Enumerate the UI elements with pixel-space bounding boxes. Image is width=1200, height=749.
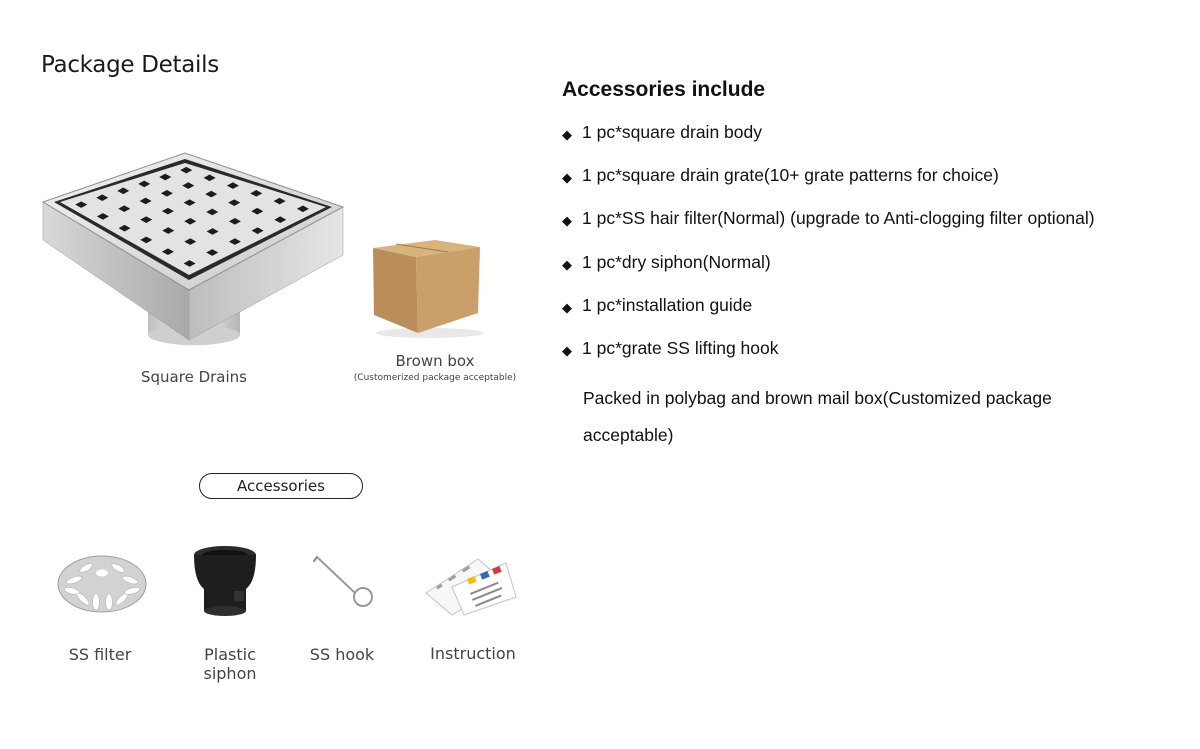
grate-hole: [228, 218, 241, 225]
list-item: ◆1 pc*square drain grate(10+ grate patte…: [562, 165, 1095, 208]
diamond-bullet-icon: ◆: [562, 299, 572, 315]
ss-hook-image: [313, 556, 373, 607]
ss-filter-image: [57, 555, 147, 613]
grate-hole: [206, 208, 219, 216]
grate-hole: [251, 227, 264, 234]
grate-hole: [117, 187, 130, 195]
grate-hole: [161, 207, 174, 215]
square-drains-label: Square Drains: [141, 368, 247, 386]
grate-hole: [138, 180, 151, 188]
list-item: ◆1 pc*SS hair filter(Normal) (upgrade to…: [562, 208, 1095, 251]
accessories-include-title: Accessories include: [562, 78, 766, 101]
grate-hole: [182, 182, 195, 189]
packed-note: Packed in polybag and brown mail box(Cus…: [583, 388, 1052, 445]
list-item: ◆1 pc*square drain body: [562, 122, 1095, 165]
grate-hole: [250, 190, 263, 197]
accessories-list: ◆1 pc*square drain body ◆1 pc*square dra…: [562, 122, 1095, 381]
grate-hole: [161, 248, 174, 255]
diamond-bullet-icon: ◆: [562, 170, 572, 186]
grate-hole: [206, 228, 219, 235]
instruction-image: [425, 558, 517, 616]
diamond-bullet-icon: ◆: [562, 213, 572, 229]
gallery-label-ss-filter: SS filter: [68, 645, 132, 664]
list-item: ◆1 pc*installation guide: [562, 295, 1095, 338]
gallery-label-plastic-siphon: Plastic siphon: [203, 645, 257, 683]
plastic-siphon-image: [194, 546, 256, 616]
grate-hole: [273, 197, 286, 205]
brown-box-image: [373, 240, 484, 338]
list-item: ◆1 pc*dry siphon(Normal): [562, 252, 1095, 295]
diamond-bullet-icon: ◆: [562, 256, 572, 272]
grate-hole: [184, 238, 197, 245]
brown-box-note: (Customerized package acceptable): [353, 373, 517, 383]
diamond-bullet-icon: ◆: [562, 127, 572, 142]
list-item: ◆1 pc*grate SS lifting hook: [562, 338, 1095, 381]
page-title: Package Details: [41, 52, 219, 78]
grate-hole: [228, 238, 241, 245]
gallery-label-ss-hook: SS hook: [309, 645, 375, 664]
grate-hole: [183, 260, 196, 267]
diamond-bullet-icon: ◆: [562, 342, 572, 358]
brown-box-label: Brown box: [395, 352, 475, 370]
grate-hole: [184, 217, 197, 225]
grate-hole: [296, 205, 309, 213]
accessories-pill: Accessories: [199, 473, 363, 499]
grate-hole: [140, 236, 153, 244]
grate-hole: [118, 205, 131, 212]
gallery-label-instruction: Instruction: [430, 644, 516, 663]
grate-hole: [139, 197, 152, 205]
grate-hole: [251, 207, 264, 215]
grate-hole: [118, 224, 131, 232]
square-drain-image: [41, 152, 345, 346]
